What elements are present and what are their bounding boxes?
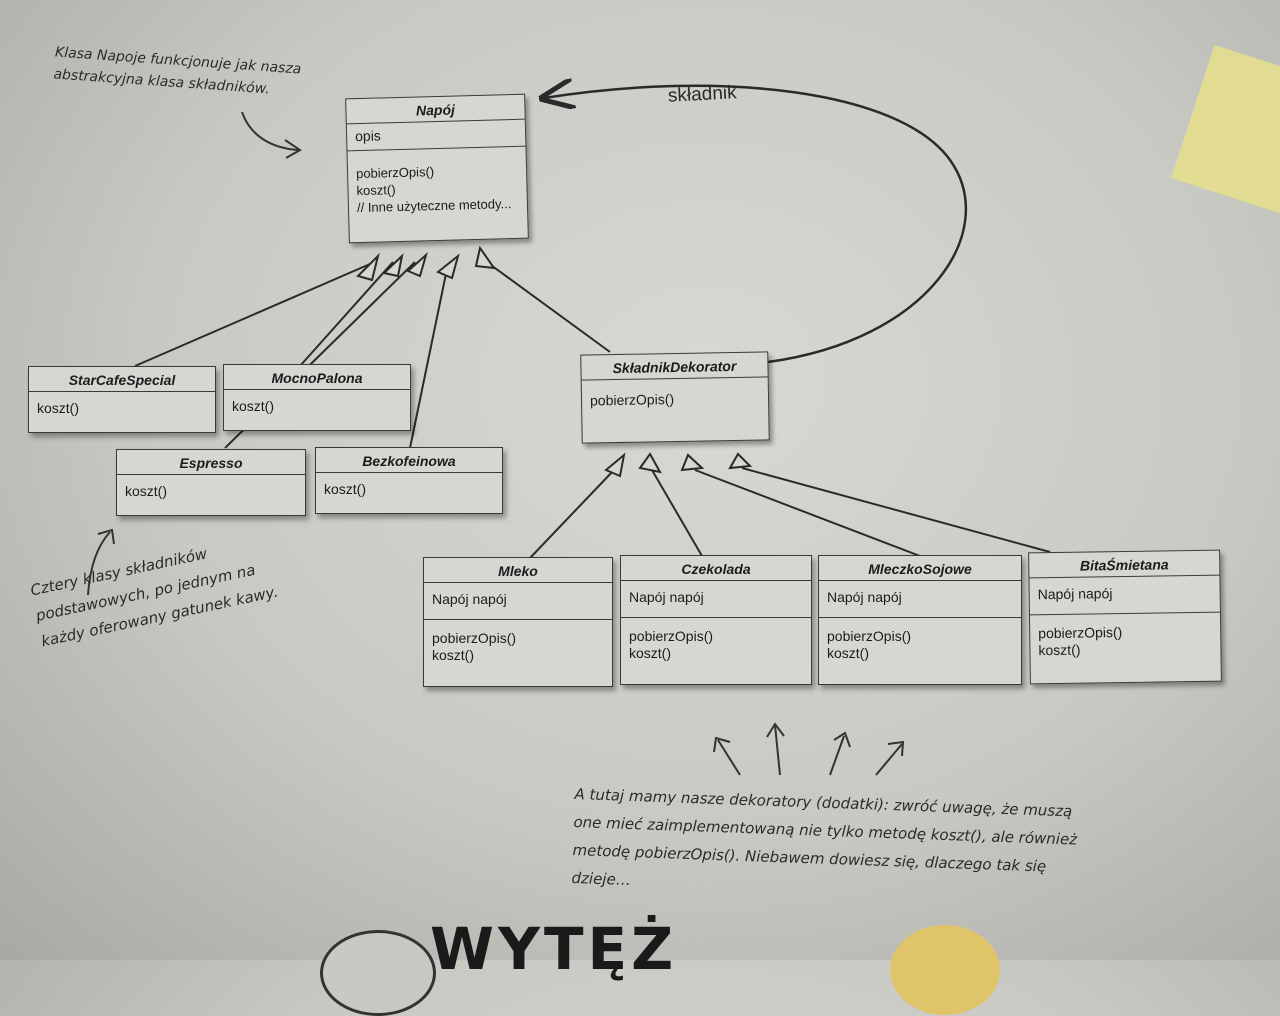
inherit-triangle [356,252,380,282]
class-methods: koszt() [232,398,274,414]
class-methods: pobierzOpis() koszt() [432,630,517,663]
footer-heading: WYTĘŻ [430,915,678,983]
class-methods: pobierzOpis() [589,391,675,409]
edge-bitasmietana-dekorator [741,467,1051,553]
hand-arrow-deco-4 [875,743,903,776]
hand-arrow-deco-3-head [833,731,851,748]
edge-dekorator-napoj [483,259,611,353]
diagram-connectors [87,0,1051,776]
class-skladnikdekorator: SkładnikDekorator pobierzOpis() [580,351,770,444]
relation-label-skladnik: składnik [667,82,738,107]
edge-bezkofeinowa-napoj [409,263,449,449]
hand-arrow-deco-3 [829,735,845,776]
edge-mocnopalona-napoj [299,261,394,367]
inherit-triangle [604,452,626,478]
class-methods: pobierzOpis() koszt() [629,628,714,661]
class-mocnopalona: MocnoPalona koszt() [223,364,411,431]
inherit-triangle [436,253,460,280]
hand-arrow-deco-1 [717,739,741,776]
class-fields: Napój napój [621,581,811,618]
class-title: MleczkoSojowe [819,556,1021,581]
class-bezkofeinowa: Bezkofeinowa koszt() [315,447,503,514]
inherit-triangle [728,452,753,470]
illustration-left [320,930,436,1016]
edge-skladnik-loop [544,86,968,364]
class-title: Espresso [117,450,305,475]
hand-arrow-deco-2-head [766,722,785,738]
hand-arrow-deco-2 [774,724,781,776]
class-fields: Napój napój [424,583,612,620]
class-methods: pobierzOpis() koszt() [827,628,912,661]
hand-arrow-top [241,111,299,151]
class-title: Czekolada [621,556,811,581]
class-title: StarCafeSpecial [29,367,215,392]
inherit-triangle [381,253,404,278]
edge-mleczkosojowe-dekorator [694,469,921,557]
inherit-triangle [406,251,428,278]
class-bitasmietana: BitaŚmietana Napój napój pobierzOpis() k… [1028,549,1222,685]
inherit-triangle [638,452,662,474]
hand-arrow-deco-1-head [713,736,731,753]
hand-arrow-bottom-left [87,531,111,596]
class-methods: pobierzOpis() koszt() [1038,624,1123,659]
edge-mleko-dekorator [529,469,615,559]
class-czekolada: Czekolada Napój napój pobierzOpis() kosz… [620,555,812,685]
book-page: składnik Napój opis pobierzOpis() koszt(… [28,0,1280,1016]
class-title: Bezkofeinowa [316,448,502,473]
class-methods: koszt() [324,481,366,497]
class-title: MocnoPalona [224,365,410,390]
class-napoj: Napój opis pobierzOpis() koszt() // Inne… [345,93,529,244]
hand-arrow-deco-4-head [887,740,905,757]
edge-czekolada-dekorator [651,469,703,557]
class-title: BitaŚmietana [1029,550,1220,579]
inherit-triangle [680,453,705,472]
edge-starcafe-napoj [134,263,371,367]
class-fields: Napój napój [819,581,1021,618]
hand-arrow-top-head [284,139,302,159]
illustration-right [890,925,1000,1015]
class-espresso: Espresso koszt() [116,449,306,516]
class-mleko: Mleko Napój napój pobierzOpis() koszt() [423,557,613,687]
class-title: SkładnikDekorator [581,352,768,381]
class-methods: koszt() [125,483,167,499]
class-mleczkosojowe: MleczkoSojowe Napój napój pobierzOpis() … [818,555,1022,685]
class-methods: pobierzOpis() koszt() // Inne użyteczne … [355,164,512,216]
inherit-triangle [474,245,497,270]
class-methods: koszt() [37,400,79,416]
class-starcafespecial: StarCafeSpecial koszt() [28,366,216,433]
class-fields: Napój napój [1029,575,1220,616]
hand-arrow-bottom-left-head [97,528,115,545]
annotation-decorators: A tutaj mamy nasze dekoratory (dodatki):… [571,784,1078,890]
class-title: Mleko [424,558,612,583]
